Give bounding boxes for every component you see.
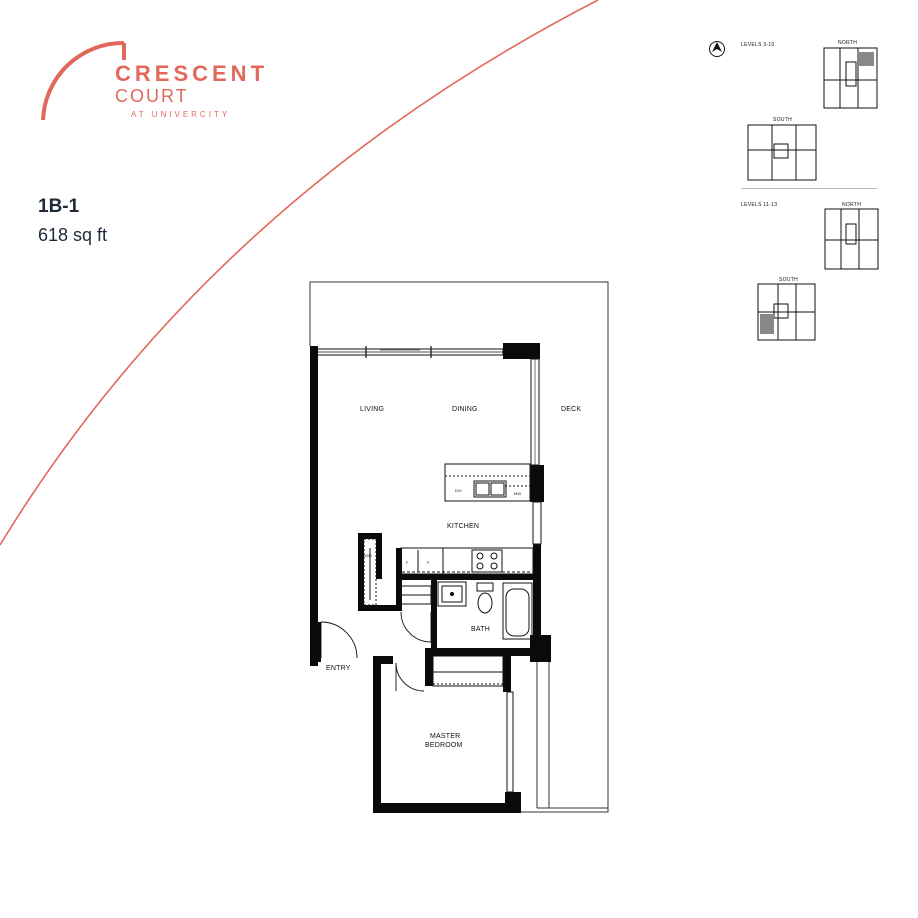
room-label-bath: BATH [471,626,490,633]
room-label-dining: DINING [452,406,478,413]
laundry-closet [363,538,377,606]
fixture-label-freezer: F [427,560,430,565]
logo-at-univercity-text: AT UNIVERCITY [131,110,231,119]
kitchen-counter [400,547,534,575]
key-levels-3-10: LEVELS 3-10 [741,42,775,48]
logo-crescent-text: CRESCENT [115,61,269,86]
deck-outline [309,281,609,813]
logo-court-text: COURT [115,86,189,106]
room-label-living: LIVING [360,406,385,413]
room-label-deck: DECK [561,406,582,413]
room-label-entry: ENTRY [326,665,351,672]
key-north-label-2: NORTH [842,202,862,208]
key-south-label-2: SOUTH [779,277,798,283]
east-window [506,358,542,793]
fixture-label-microwave: MW [514,491,522,496]
hall-closet [400,585,432,605]
north-arrow-icon [709,41,725,57]
unit-area: 618 sq ft [38,225,108,245]
fixture-label-washer-dryer: W/D [364,553,372,558]
bedroom-closet [432,655,504,687]
room-label-kitchen: KITCHEN [447,523,480,530]
fixture-label-dishwasher: D/V [455,488,462,493]
room-label-master: MASTER [430,733,461,740]
unit-name: 1B-1 [38,196,80,217]
key-south-label-1: SOUTH [773,117,792,123]
walls [310,343,551,813]
logo-arc-icon [41,40,126,121]
bath-fixtures [437,581,533,640]
kitchen-island [444,463,531,502]
key-levels-11-13: LEVELS 11-13 [741,202,778,208]
fixture-label-fridge: F [406,560,409,565]
door-swings [320,611,432,692]
key-north-label-1: NORTH [838,40,858,46]
key-divider [741,188,877,189]
room-label-bedroom: BEDROOM [425,742,463,749]
